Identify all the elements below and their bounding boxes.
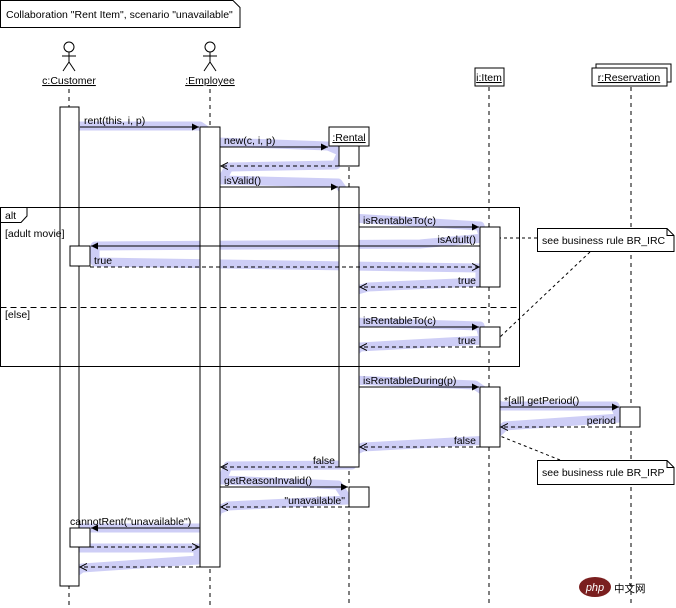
alt-guard-else: [else] bbox=[5, 309, 30, 321]
participant-item-label: i:Item bbox=[476, 72, 502, 84]
activation-customer-cannotrent bbox=[69, 527, 91, 548]
watermark-logo: php 中文网 bbox=[579, 577, 646, 597]
message-new-rental: new(c, i, p) bbox=[224, 135, 275, 147]
alt-operator-label: alt bbox=[5, 210, 16, 222]
activation-employee bbox=[199, 126, 221, 568]
message-isadult: isAdult() bbox=[437, 234, 476, 246]
activation-item-rentable-1 bbox=[479, 226, 501, 288]
note-br-irp-text: see business rule BR_IRP bbox=[542, 467, 665, 479]
return-isrentableduring-false: false bbox=[454, 435, 476, 447]
activation-rental-getreason bbox=[348, 486, 370, 508]
message-isrentableto-1: isRentableTo(c) bbox=[363, 215, 436, 227]
activation-customer bbox=[59, 106, 80, 587]
message-cannotrent: cannotRent("unavailable") bbox=[70, 516, 191, 528]
return-isrentableto-1-true: true bbox=[458, 275, 476, 287]
note-br-irc-text: see business rule BR_IRC bbox=[542, 235, 666, 247]
note-br-irp bbox=[537, 460, 675, 485]
return-isvalid-false: false bbox=[313, 455, 335, 467]
participant-reservation-box bbox=[591, 63, 672, 87]
alt-guard-adult: [adult movie] bbox=[5, 228, 65, 240]
participant-rental-label: :Rental bbox=[332, 132, 365, 144]
note-br-irc bbox=[537, 228, 675, 252]
note-br-irc-link-2 bbox=[499, 251, 591, 338]
activation-rental-constructor bbox=[338, 145, 360, 167]
message-isrentableto-2: isRentableTo(c) bbox=[363, 315, 436, 327]
activation-customer-isadult bbox=[69, 245, 91, 267]
message-isrentableduring: isRentableDuring(p) bbox=[363, 375, 456, 387]
actor-customer-icon bbox=[62, 41, 76, 72]
note-br-irp-link bbox=[499, 435, 561, 461]
watermark-badge: php bbox=[585, 582, 604, 594]
participant-customer-label: c:Customer bbox=[42, 75, 96, 87]
return-isrentableto-2-true: true bbox=[458, 335, 476, 347]
message-isvalid: isValid() bbox=[224, 175, 261, 187]
actor-employee-icon bbox=[203, 41, 217, 72]
message-getreasoninvalid: getReasonInvalid() bbox=[224, 475, 312, 487]
participant-employee-label: :Employee bbox=[185, 75, 235, 87]
activation-rental-isvalid bbox=[338, 186, 360, 468]
participant-reservation-label: r:Reservation bbox=[598, 72, 661, 84]
activation-reservation bbox=[619, 406, 641, 428]
return-isadult-true: true bbox=[94, 255, 112, 267]
diagram-title: Collaboration "Rent Item", scenario "una… bbox=[6, 9, 233, 21]
participant-item-box bbox=[474, 67, 505, 87]
diagram-title-box: Collaboration "Rent Item", scenario "una… bbox=[0, 0, 241, 28]
activation-item-rentable-during bbox=[479, 386, 501, 448]
watermark-text: 中文网 bbox=[614, 582, 646, 595]
alt-fragment bbox=[0, 207, 520, 367]
message-getperiod: *[all] getPeriod() bbox=[504, 395, 579, 407]
activation-item-rentable-2 bbox=[479, 326, 501, 348]
return-getreasoninvalid-unavailable: "unavailable" bbox=[284, 495, 345, 507]
message-rent: rent(this, i, p) bbox=[84, 115, 145, 127]
return-getperiod-period: period bbox=[587, 415, 616, 427]
